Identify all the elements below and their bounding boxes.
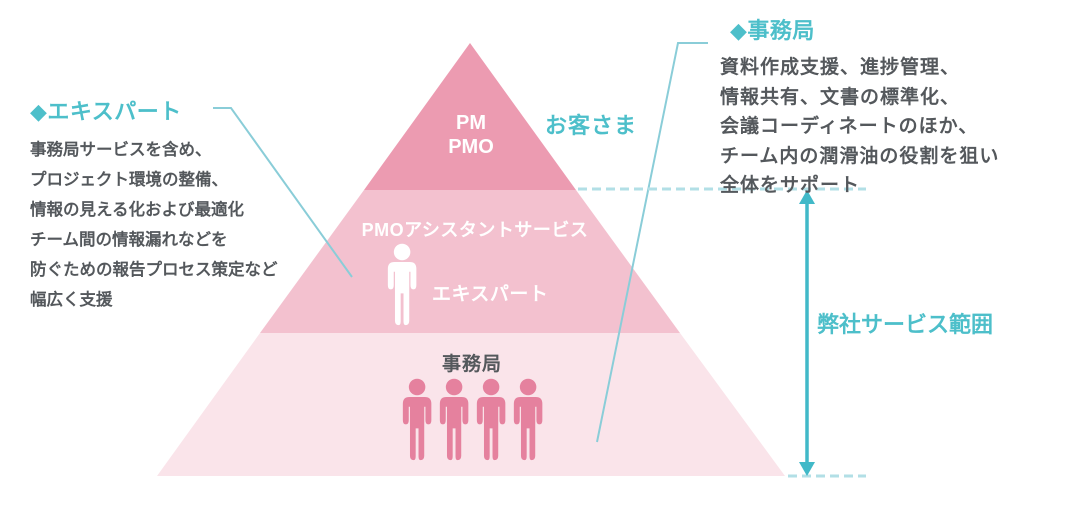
tier-top-line1: PM: [456, 112, 486, 134]
note-line: チーム内の潤滑油の役割を狙い: [720, 145, 1000, 167]
tier-top-line2: PMO: [448, 136, 494, 158]
range-arrow-head-down-icon: [799, 462, 815, 476]
expert-leader-line: [213, 107, 353, 278]
note-line: 全体をサポート: [720, 175, 861, 196]
note-line: 幅広く支援: [30, 291, 113, 309]
note-line: 事務局サービスを含め、: [30, 141, 212, 159]
expert-note-body: 事務局サービスを含め、 プロジェクト環境の整備、 情報の見える化および最適化 チ…: [30, 135, 278, 315]
office-note-body: 資料作成支援、進捗管理、 情報共有、文書の標準化、 会議コーディネートのほか、 …: [720, 53, 999, 201]
note-line: プロジェクト環境の整備、: [30, 171, 228, 189]
office-leader-line: [596, 42, 708, 443]
tier-bottom-label: 事務局: [441, 354, 503, 375]
note-line: 情報の見える化および最適化: [30, 201, 245, 219]
range-arrow-head-up-icon: [799, 190, 815, 204]
tier-middle-sublabel: エキスパート: [432, 284, 549, 305]
service-range-label: 弊社サービス範囲: [817, 312, 994, 337]
customer-label: お客さま: [545, 113, 638, 138]
note-line: 資料作成支援、進捗管理、: [720, 57, 961, 78]
tier-top-label: PM PMO: [448, 111, 494, 159]
note-line: 会議コーディネートのほか、: [720, 116, 979, 137]
tier-middle-label: PMOアシスタントサービス: [361, 220, 589, 240]
note-line: 防ぐための報告プロセス策定など: [30, 261, 278, 279]
note-line: チーム間の情報漏れなどを: [30, 231, 228, 249]
expert-note-title: ◆エキスパート: [30, 99, 182, 124]
office-note-title: ◆事務局: [730, 18, 815, 43]
note-line: 情報共有、文書の標準化、: [720, 86, 961, 108]
pyramid-tier-bottom: [157, 333, 785, 476]
pyramid-tier-middle: [260, 190, 680, 333]
pyramid-tier-top: [364, 43, 576, 190]
